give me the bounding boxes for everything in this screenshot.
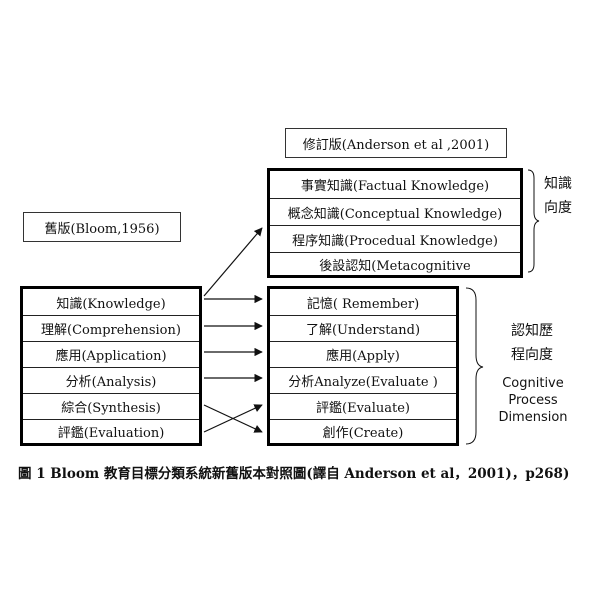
- knowledge-dimension-label-line1: 知識: [544, 176, 572, 192]
- knowledge-dimension-brace: [527, 169, 540, 273]
- cognitive-item-apply: 應用(Apply): [270, 341, 456, 367]
- knowledge-item-conceptual: 概念知識(Conceptual Knowledge): [270, 198, 520, 225]
- revised-version-title: 修訂版(Anderson et al ,2001): [285, 128, 507, 158]
- old-level-synthesis: 綜合(Synthesis): [23, 393, 199, 419]
- revised-version-title-text: 修訂版(Anderson et al ,2001): [302, 137, 490, 153]
- knowledge-item-metacognitive: 後設認知(Metacognitive: [270, 252, 520, 275]
- old-level-knowledge: 知識(Knowledge): [56, 296, 166, 312]
- arrow-knowledge-to-knowledge-dimension: [203, 227, 263, 297]
- arrow-evaluation-to-evaluate: [203, 404, 263, 433]
- cognitive-process-box: 記憶( Remember) 了解(Understand) 應用(Apply) 分…: [267, 286, 459, 446]
- figure-caption: 圖 1 Bloom 教育目標分類系統新舊版本對照圖(譯自 Anderson et…: [18, 466, 570, 482]
- cognitive-process-english-line3: Dimension: [498, 410, 568, 425]
- knowledge-dimension-box: 事實知識(Factual Knowledge) 概念知識(Conceptual …: [267, 168, 523, 278]
- old-level-comprehension: 理解(Comprehension): [23, 315, 199, 341]
- cognitive-item-create: 創作(Create): [270, 419, 456, 443]
- old-bloom-levels-box: 知識(Knowledge) 理解(Comprehension) 應用(Appli…: [20, 286, 202, 446]
- cognitive-item-analyze: 分析Analyze(Evaluate ): [270, 367, 456, 393]
- cognitive-process-english-label: Cognitive Process Dimension: [490, 375, 576, 426]
- knowledge-dimension-label: 知識 向度: [538, 172, 578, 220]
- old-version-title: 舊版(Bloom,1956): [23, 212, 181, 242]
- cognitive-item-evaluate: 評鑑(Evaluate): [270, 393, 456, 419]
- old-level-application: 應用(Application): [23, 341, 199, 367]
- cognitive-item-remember: 記憶( Remember): [306, 296, 420, 312]
- knowledge-item-procedural: 程序知識(Procedual Knowledge): [270, 225, 520, 252]
- cognitive-process-brace: [465, 287, 484, 445]
- cognitive-process-label-line2: 程向度: [511, 347, 553, 363]
- cognitive-item-understand: 了解(Understand): [270, 315, 456, 341]
- knowledge-dimension-label-line2: 向度: [544, 200, 572, 216]
- old-level-analysis: 分析(Analysis): [23, 367, 199, 393]
- cognitive-process-label-line1: 認知歷: [511, 323, 553, 339]
- knowledge-item-factual: 事實知識(Factual Knowledge): [300, 179, 490, 194]
- cognitive-process-english-line1: Cognitive: [502, 376, 564, 391]
- old-level-evaluation: 評鑑(Evaluation): [23, 419, 199, 443]
- cognitive-process-label: 認知歷 程向度: [500, 319, 564, 367]
- cognitive-process-english-line2: Process: [508, 393, 558, 408]
- old-version-title-text: 舊版(Bloom,1956): [44, 221, 160, 237]
